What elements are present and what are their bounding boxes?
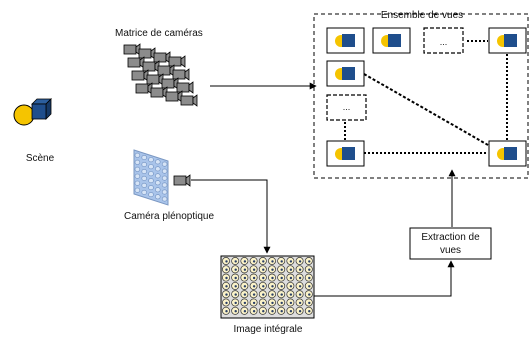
view-thumbnail-icon xyxy=(326,60,365,87)
view-thumbnail-icon xyxy=(372,27,411,54)
view-placeholder xyxy=(326,94,367,121)
video-camera-icon xyxy=(168,55,186,68)
microlens-array-icon xyxy=(133,149,169,206)
extraction-label-line1: Extraction de xyxy=(421,232,480,243)
view-placeholder-ellipsis: ... xyxy=(343,102,351,112)
integral-image-lenslets xyxy=(222,257,313,315)
camera-to-integral-arrow xyxy=(191,179,271,254)
camera-array-label: Matrice de caméras xyxy=(115,28,203,39)
video-camera-icon xyxy=(180,94,198,107)
integral-to-extraction-arrow xyxy=(314,260,455,297)
video-camera-icon xyxy=(150,86,168,99)
video-camera-icon xyxy=(142,60,160,73)
view-thumbnail-icon xyxy=(488,140,527,167)
extraction-box xyxy=(409,227,492,260)
video-camera-icon xyxy=(165,90,183,103)
video-camera-icon xyxy=(176,81,194,94)
view-thumbnail-icon xyxy=(326,140,365,167)
video-camera-icon xyxy=(157,64,175,77)
video-camera-icon xyxy=(161,77,179,90)
view-thumbnail-icon xyxy=(326,27,365,54)
video-camera-icon xyxy=(138,47,156,60)
video-camera-icon xyxy=(127,56,145,69)
video-camera-icon xyxy=(153,51,171,64)
video-camera-icon xyxy=(131,69,149,82)
video-camera-icon xyxy=(123,43,141,56)
view-thumbnail-icon xyxy=(488,27,527,54)
integral-image-label: Image intégrale xyxy=(234,324,303,335)
view-diagonal-dots xyxy=(363,73,489,146)
video-camera-icon xyxy=(146,73,164,86)
view-placeholder-ellipsis: ... xyxy=(440,37,448,47)
video-camera-icon xyxy=(172,68,190,81)
extraction-label-line2: vues xyxy=(440,245,461,256)
camera-array xyxy=(123,43,198,107)
views-set-label: Ensemble de vues xyxy=(381,10,463,21)
plenoptic-camera-icon xyxy=(173,174,191,187)
scene-label: Scène xyxy=(26,153,55,164)
view-placeholder xyxy=(423,27,464,54)
video-camera-icon xyxy=(135,82,153,95)
plenoptic-camera-label: Caméra plénoptique xyxy=(124,211,214,222)
scene-icon xyxy=(13,98,52,126)
views-set-frame xyxy=(313,13,529,179)
